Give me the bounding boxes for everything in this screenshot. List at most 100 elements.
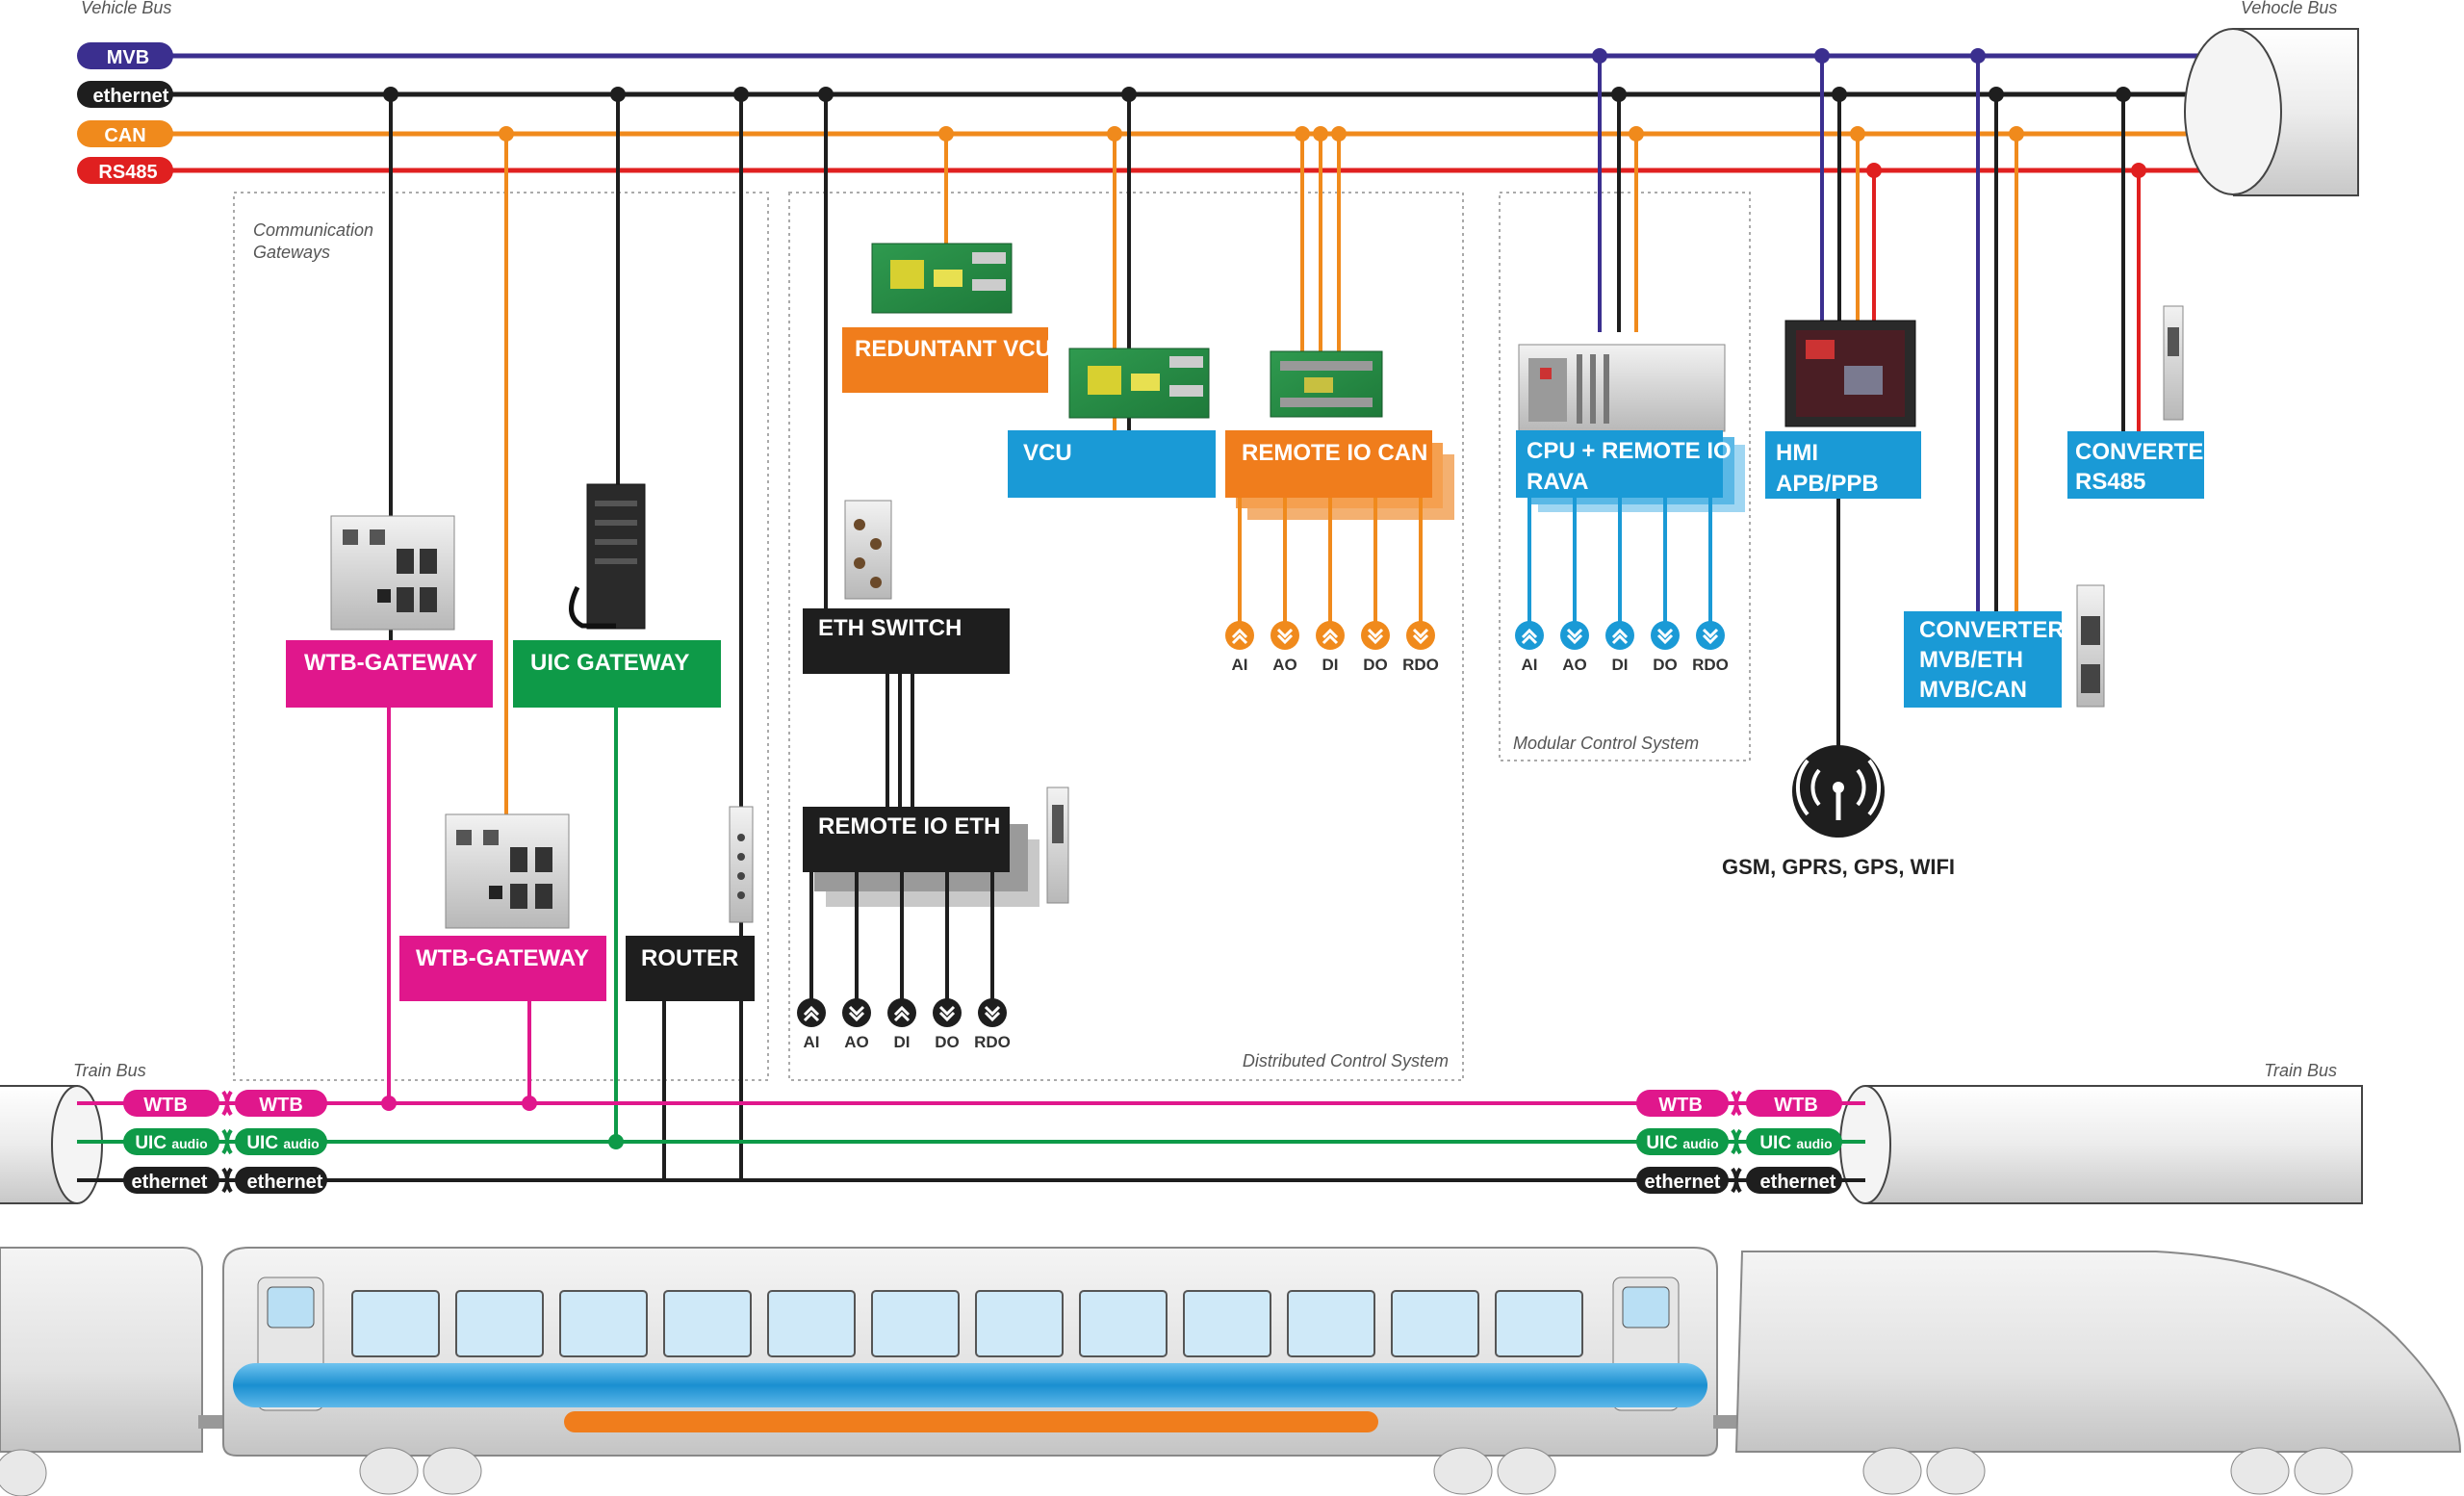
wtb-gateway-1-label: WTB-GATEWAY (304, 650, 477, 676)
mvb-pill: MVB (77, 42, 173, 69)
uic-gateway-label: UIC GATEWAY (530, 650, 689, 676)
rs485-pill-label: RS485 (98, 162, 157, 183)
left-wtb-label-b: WTB (259, 1095, 303, 1116)
hmi-box[interactable]: HMI APB/PPB (1765, 431, 1921, 499)
io-arrow-icon (1702, 628, 1719, 645)
wtb-gateway-2-label: WTB-GATEWAY (416, 945, 589, 971)
vehicle-bus-tube (2184, 28, 2359, 196)
left-wtb-pills: WTB WTB (123, 1090, 327, 1117)
vcu-label: VCU (1023, 440, 1072, 466)
io-label-ai: AI (1232, 656, 1248, 674)
router-device-image (729, 806, 754, 923)
right-ethernet-label-b: ethernet (1760, 1172, 1836, 1193)
converter-mvb-label-2: MVB/ETH (1919, 647, 2023, 673)
communication-gateways-frame (233, 192, 769, 1081)
right-uic-label-b: UIC audio (1759, 1133, 1832, 1153)
converter-rs485-box[interactable]: CONVERTER RS485 (2067, 431, 2220, 499)
wtb-gateway-1-box[interactable]: WTB-GATEWAY (286, 640, 493, 708)
io-arrow-icon (1367, 628, 1384, 645)
io-label-do: DO (1653, 656, 1678, 674)
io-arrow-icon (1412, 628, 1429, 645)
io-arrow-icon (1566, 628, 1583, 645)
io-arrow-icon (938, 1005, 956, 1022)
remote-io-eth-device-image (1046, 787, 1069, 904)
distributed-control-frame (788, 192, 1464, 1081)
router-label: ROUTER (641, 945, 738, 971)
io-label-di: DI (1322, 656, 1339, 674)
wtb-gateway-1-device-image (330, 515, 455, 631)
converter-mvb-box[interactable]: CONVERTER MVB/ETH MVB/CAN (1904, 611, 2065, 708)
eth-switch-box[interactable]: ETH SWITCH (803, 608, 1010, 674)
left-uic-pills: UIC audio UIC audio (123, 1128, 327, 1155)
right-wtb-pills: WTB WTB (1636, 1090, 1842, 1117)
mvb-pill-label: MVB (107, 47, 149, 68)
remote-io-eth-box[interactable]: REMOTE IO ETH (803, 807, 1040, 907)
right-uic-pills: UIC audio UIC audio (1636, 1128, 1842, 1155)
io-label-di: DI (1612, 656, 1629, 674)
right-wtb-label-b: WTB (1774, 1095, 1818, 1116)
hmi-label-1: HMI (1776, 440, 1818, 466)
io-arrow-icon (984, 1005, 1001, 1022)
train-bus-left-label: Train Bus (73, 1061, 146, 1080)
modular-control-frame (1499, 192, 1751, 761)
wireless-label: GSM, GPRS, GPS, WIFI (1722, 855, 1955, 879)
right-uic-label-a: UIC audio (1646, 1133, 1718, 1153)
communication-gateways-label-1: Communication (253, 220, 373, 240)
right-ethernet-pills: ethernet ethernet (1636, 1167, 1842, 1194)
io-label-ai: AI (1522, 656, 1538, 674)
remote-io-eth-label: REMOTE IO ETH (818, 813, 1000, 839)
uic-gateway-device-image (569, 483, 646, 630)
wtb-gateway-2-device-image (445, 813, 570, 929)
train-illustration (0, 1247, 2462, 1496)
can-pill: CAN (77, 120, 173, 147)
io-arrow-icon (1231, 628, 1248, 645)
distributed-control-label: Distributed Control System (1243, 1051, 1449, 1070)
router-box[interactable]: ROUTER (626, 936, 755, 1001)
io-label-di: DI (894, 1033, 911, 1051)
vehicle-bus-right-label: Vehocle Bus (2241, 0, 2337, 17)
redundant-vcu-box[interactable]: REDUNTANT VCU (842, 327, 1052, 393)
io-label-do: DO (935, 1033, 960, 1051)
converter-mvb-label-1: CONVERTER (1919, 617, 2065, 643)
io-label-ao: AO (1562, 656, 1587, 674)
converter-rs485-label-1: CONVERTER (2075, 439, 2220, 465)
converter-rs485-device-image (2163, 305, 2184, 421)
train-bus-left-tube (0, 1085, 103, 1204)
io-arrow-icon (1656, 628, 1674, 645)
io-arrow-icon (848, 1005, 865, 1022)
uic-gateway-box[interactable]: UIC GATEWAY (513, 640, 721, 708)
redundant-vcu-label: REDUNTANT VCU (855, 336, 1052, 362)
cpu-remote-io-box[interactable]: CPU + REMOTE IO RAVA (1516, 430, 1745, 512)
train-bus-right-label: Train Bus (2264, 1061, 2337, 1080)
io-label-rdo: RDO (974, 1033, 1011, 1051)
cpu-rack-device-image (1518, 344, 1726, 432)
io-label-ai: AI (804, 1033, 820, 1051)
eth-switch-label: ETH SWITCH (818, 615, 962, 641)
io-arrow-icon (1276, 628, 1294, 645)
converter-mvb-label-3: MVB/CAN (1919, 677, 2027, 703)
redundant-vcu-device-image (871, 243, 1013, 314)
can-pill-label: CAN (104, 125, 145, 146)
modular-control-label: Modular Control System (1513, 734, 1699, 753)
right-ethernet-label-a: ethernet (1645, 1172, 1721, 1193)
wtb-gateway-2-box[interactable]: WTB-GATEWAY (399, 936, 606, 1001)
converter-rs485-label-2: RS485 (2075, 469, 2145, 495)
left-uic-label-b: UIC audio (246, 1133, 319, 1153)
io-arrow-icon (893, 1005, 911, 1022)
remote-io-can-label: REMOTE IO CAN (1242, 440, 1427, 466)
vcu-box[interactable]: VCU (1008, 430, 1216, 498)
io-arrow-icon (803, 1005, 820, 1022)
io-arrow-icon (1521, 628, 1538, 645)
hmi-label-2: APB/PPB (1776, 471, 1879, 497)
left-uic-label-a: UIC audio (135, 1133, 207, 1153)
io-label-ao: AO (1272, 656, 1297, 674)
io-label-rdo: RDO (1402, 656, 1439, 674)
wireless-antenna-icon (1792, 745, 1885, 838)
hmi-device-image (1784, 320, 1916, 427)
ethernet-pill: ethernet (77, 81, 173, 108)
train-bus-right-tube (1839, 1085, 2363, 1204)
